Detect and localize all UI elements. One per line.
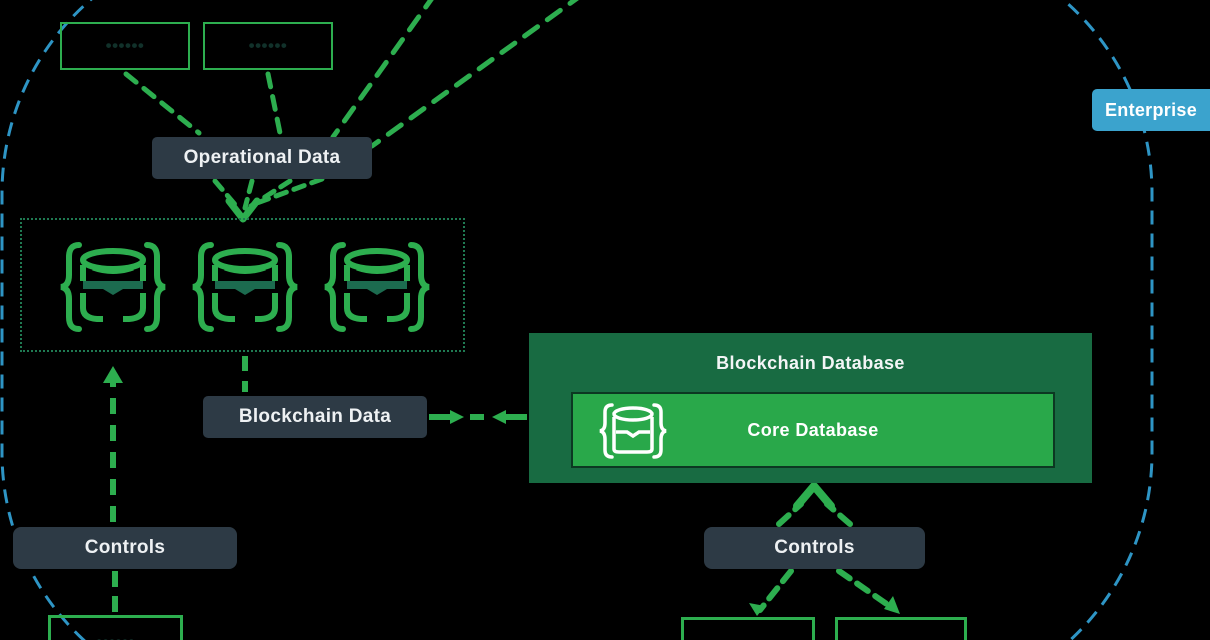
operational-data-label: Operational Data [152, 137, 372, 179]
arrowhead-up-cluster [103, 366, 123, 383]
controls-right-label: Controls [704, 527, 925, 569]
arrowhead-node2 [884, 596, 900, 614]
controls-right-text: Controls [774, 537, 855, 558]
bottom-right-box-2: •••••• [835, 617, 967, 640]
core-database-box: Core Database [571, 392, 1055, 468]
bottom-left-box-label: •••••• [96, 632, 135, 640]
bottom-right-box-2-label: •••••• [882, 634, 921, 640]
arrowhead-left [492, 410, 506, 424]
blockchain-database-title: Blockchain Database [716, 353, 905, 373]
source-box-2-label: •••••• [248, 36, 288, 55]
controls-left-label: Controls [13, 527, 237, 569]
core-database-label: Core Database [747, 419, 879, 440]
operational-data-text: Operational Data [183, 147, 341, 168]
connector-controlsright-node1 [757, 568, 794, 613]
arrowhead-up-bcdb [793, 482, 835, 510]
controls-left-text: Controls [84, 537, 166, 558]
connector-opdata-cluster-2 [242, 178, 255, 211]
source-box-2: •••••• [203, 22, 333, 70]
arrowhead-into-cluster [225, 197, 261, 223]
enterprise-label: Enterprise [1092, 89, 1210, 131]
connector-controlsright-bcdb-left [776, 501, 804, 527]
connector-controlsright-bcdb-right [824, 501, 853, 527]
connector-controlsright-node2 [836, 568, 894, 610]
blockchain-data-label: Blockchain Data [203, 396, 427, 438]
bottom-right-box-1-label: •••••• [729, 634, 768, 640]
connector-opdata-cluster-4 [254, 176, 325, 206]
connector-offscreen1-opdata [369, 0, 579, 149]
source-box-1: •••••• [60, 22, 190, 70]
enterprise-text: Enterprise [1104, 99, 1198, 120]
connector-source2-opdata [265, 71, 283, 136]
bottom-right-box-1: •••••• [681, 617, 815, 640]
arrowhead-right [450, 410, 464, 424]
arrowhead-node1 [749, 603, 765, 616]
blockchain-data-text: Blockchain Data [238, 406, 392, 427]
source-box-1-label: •••••• [105, 36, 145, 55]
connector-offscreen2-opdata [330, 0, 434, 140]
bottom-left-box: •••••• [48, 615, 183, 640]
blockchain-database-box: Blockchain Database Core Database [529, 333, 1092, 483]
database-cluster-container [20, 218, 465, 352]
core-database-icon [598, 403, 668, 459]
connector-source1-opdata [123, 71, 202, 136]
